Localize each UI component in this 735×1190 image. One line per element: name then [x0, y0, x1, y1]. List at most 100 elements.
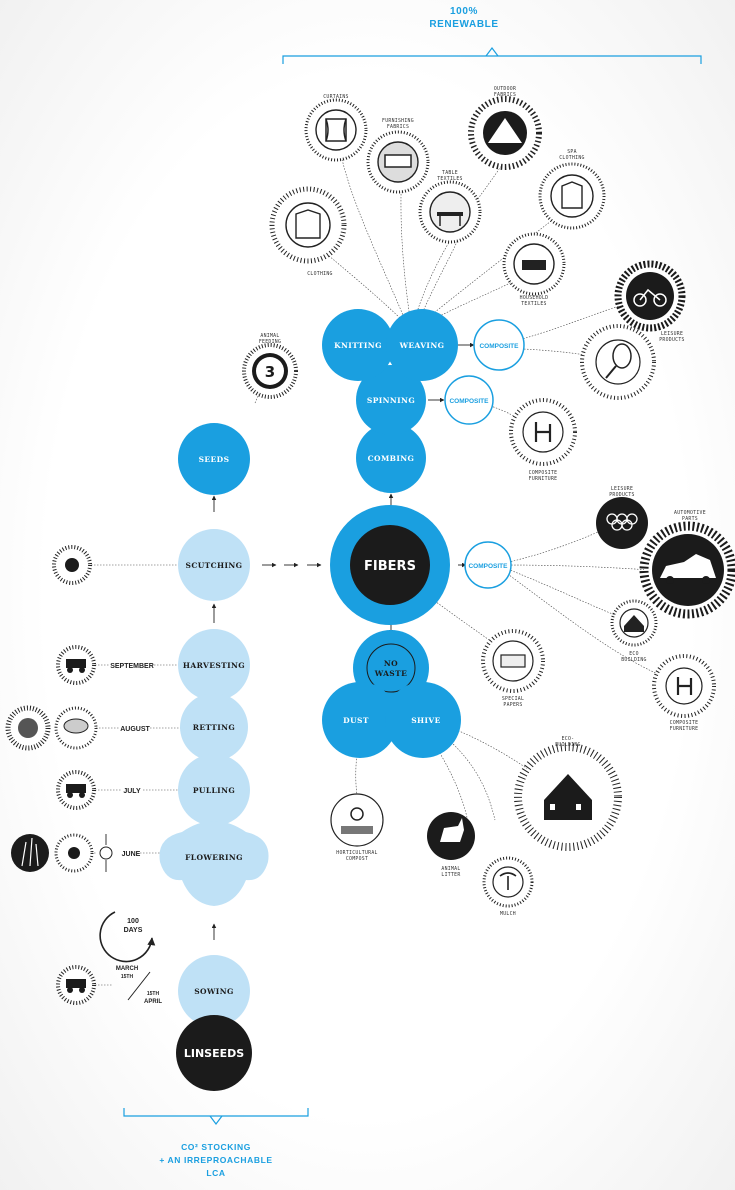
linseeds-label: LINSEEDS: [184, 1047, 244, 1060]
caption-furniture-1-2: FURNITURE: [529, 476, 558, 482]
caption-table-1: TABLE: [442, 170, 458, 176]
special-papers-icon: [481, 629, 545, 693]
horticultural-compost-icon: [330, 793, 384, 847]
seeds-label: SEEDS: [199, 455, 230, 464]
caption-curtains: CURTAINS: [323, 94, 349, 100]
no-waste-inner: [366, 643, 416, 693]
month-september: SEPTEMBER: [110, 663, 154, 670]
seeds-node: [178, 423, 250, 495]
top-bracket: [282, 47, 702, 64]
eco-building-small-icon: [610, 599, 658, 647]
spa-clothing-icon: [538, 162, 606, 230]
outdoor-fabrics-icon: [468, 96, 542, 170]
curtains-icon: [304, 98, 368, 162]
footer-line-2: + AN IRREPROACHABLE: [159, 1155, 272, 1165]
dust-node: [322, 682, 398, 758]
shive-label: SHIVE: [411, 716, 441, 725]
household-textiles-icon: [502, 232, 566, 296]
header-line-1: 100%: [450, 6, 478, 17]
caption-furniture-1-1: COMPOSITE: [529, 470, 558, 476]
weaving-node: [386, 309, 458, 381]
growth-stage-column: [159, 529, 269, 1027]
grass-icon: [11, 834, 49, 872]
caption-eco-build-2: BUILDING: [555, 742, 581, 748]
sowing-march-day: 15TH: [121, 974, 134, 980]
composite-label-c: COMPOSITE: [468, 563, 508, 570]
caption-eco-2: BUILDING: [621, 657, 647, 663]
caption-leisure-2: PRODUCTS: [659, 337, 685, 343]
caption-auto-2: PARTS: [682, 516, 698, 522]
bicycle-icon: [614, 260, 686, 332]
caption-auto-1: AUTOMOTIVE: [674, 510, 706, 516]
height-badge-icon: [99, 846, 113, 860]
tennis-racket-icon: [580, 324, 656, 400]
caption-eco-1: ECO: [629, 651, 639, 657]
gear-icon: [52, 545, 92, 585]
sun-icon: [5, 705, 51, 751]
caption-clothing: CLOTHING: [307, 271, 333, 277]
caption-leisure-prod-1: LEISURE: [611, 486, 633, 492]
caption-papers-1: SPECIAL: [502, 696, 524, 702]
knitting-node: [322, 309, 394, 381]
caption-outdoor-2: FABRICS: [494, 92, 516, 98]
composite-ring-b: [444, 375, 494, 425]
days-unit: DAYS: [124, 927, 143, 934]
dust-label: DUST: [343, 716, 369, 725]
caption-mulch: MULCH: [500, 911, 516, 917]
caption-animal-1: ANIMAL: [260, 333, 279, 339]
caption-leisure-1: LEISURE: [661, 331, 683, 337]
composite-rings: [444, 319, 525, 589]
month-june: JUNE: [122, 851, 141, 858]
spinning-label: SPINNING: [367, 396, 415, 405]
olympic-rings-icon: [596, 497, 648, 549]
processing-column: [176, 309, 461, 1091]
flowering-node: [159, 821, 269, 906]
hundred-days-arc-arrow: [99, 911, 156, 963]
tractor-icon-march: [56, 965, 96, 1005]
knitting-label: KNITTING: [334, 341, 382, 350]
march-april-slash: [127, 971, 151, 1001]
tractor-icon-july: [56, 770, 96, 810]
caption-spa-1: SPA: [567, 149, 577, 155]
scutching-node: [178, 529, 250, 601]
mulch-palm-icon: [482, 856, 534, 908]
caption-animal-2: FEEDING: [259, 339, 281, 345]
table-textiles-icon: [418, 180, 482, 244]
days-count: 100: [127, 918, 139, 925]
bottom-bracket: [123, 1108, 309, 1125]
caption-eco-build-1: ECO-: [562, 736, 575, 742]
linseeds-node: [176, 1015, 252, 1091]
harvesting-label: HARVESTING: [183, 661, 245, 670]
composite-label-a: COMPOSITE: [479, 343, 519, 350]
caption-leisure-prod-2: PRODUCTS: [609, 492, 635, 498]
caption-furniture-2-2: FURNITURE: [670, 726, 699, 732]
caption-outdoor-1: OUTDOOR: [494, 86, 516, 92]
sowing-label: SOWING: [194, 987, 234, 996]
sowing-april-day: 15TH: [147, 991, 160, 997]
fibers-label: FIBERS: [364, 559, 416, 574]
eco-building-large-icon: [514, 743, 622, 851]
header-line-2: RENEWABLE: [429, 19, 498, 30]
caption-spa-2: CLOTHING: [559, 155, 585, 161]
composite-ring-a: [473, 319, 525, 371]
footer-line-1: CO² STOCKING: [181, 1142, 251, 1152]
flower-icon: [54, 833, 94, 873]
clothing-icon: [269, 186, 347, 264]
scutching-label: SCUTCHING: [186, 561, 243, 570]
tractor-icon-september: [56, 645, 96, 685]
spinning-node: [356, 365, 426, 435]
retting-label: RETTING: [193, 723, 235, 732]
sowing-march: MARCH: [116, 966, 138, 972]
feeding-badge-icon: 3: [242, 343, 298, 399]
caption-furnishing-2: FABRICS: [387, 124, 409, 130]
caption-household-2: TEXTILES: [521, 301, 547, 307]
chair-icon-2: [652, 654, 716, 718]
month-august: AUGUST: [120, 726, 150, 733]
caption-papers-2: PAPERS: [503, 702, 522, 708]
combing-node: [356, 423, 426, 493]
caption-household-1: HOUSEHOLD: [520, 295, 549, 301]
fibers-inner: [350, 525, 430, 605]
harvesting-node: [178, 629, 250, 701]
product-icons: 3: [5, 96, 735, 1005]
